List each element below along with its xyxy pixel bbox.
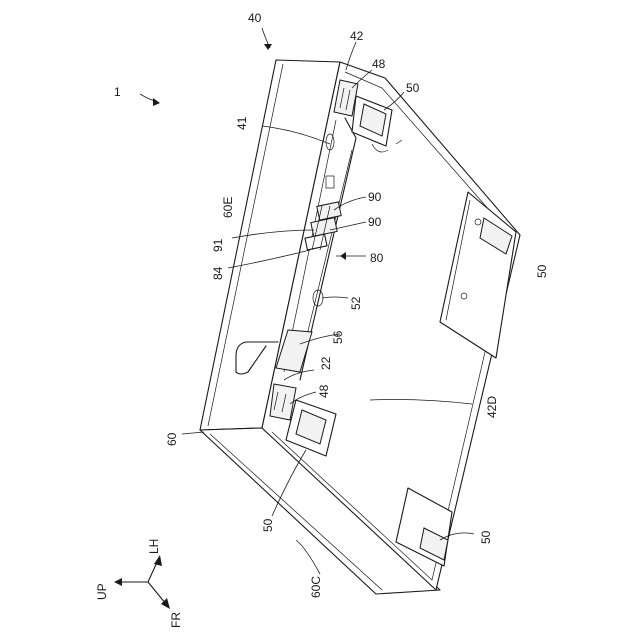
label-60E: 60E	[221, 197, 235, 218]
label-48-bottom: 48	[317, 384, 331, 398]
arrow-1	[153, 98, 160, 106]
label-84: 84	[211, 266, 225, 280]
label-90-b: 90	[368, 215, 382, 229]
label-90-a: 90	[368, 190, 382, 204]
label-42D: 42D	[485, 396, 499, 418]
label-50-top: 50	[406, 81, 420, 95]
direction-lh: LH	[147, 539, 161, 554]
label-41: 41	[235, 116, 249, 130]
direction-fr: FR	[169, 612, 183, 628]
direction-up: UP	[95, 583, 109, 600]
label-91: 91	[211, 238, 225, 252]
label-50-bottom: 50	[479, 530, 493, 544]
label-60C: 60C	[309, 576, 323, 598]
label-56: 56	[331, 330, 345, 344]
label-50-right: 50	[535, 264, 549, 278]
label-40: 40	[248, 11, 262, 25]
label-52: 52	[349, 296, 363, 310]
label-42: 42	[350, 29, 364, 43]
label-80: 80	[370, 251, 384, 265]
label-22: 22	[319, 356, 333, 370]
label-48-top: 48	[372, 57, 386, 71]
label-1: 1	[114, 85, 121, 99]
label-60: 60	[165, 432, 179, 446]
arrow-40	[264, 44, 272, 50]
direction-indicator	[114, 555, 170, 609]
label-50-left: 50	[261, 518, 275, 532]
